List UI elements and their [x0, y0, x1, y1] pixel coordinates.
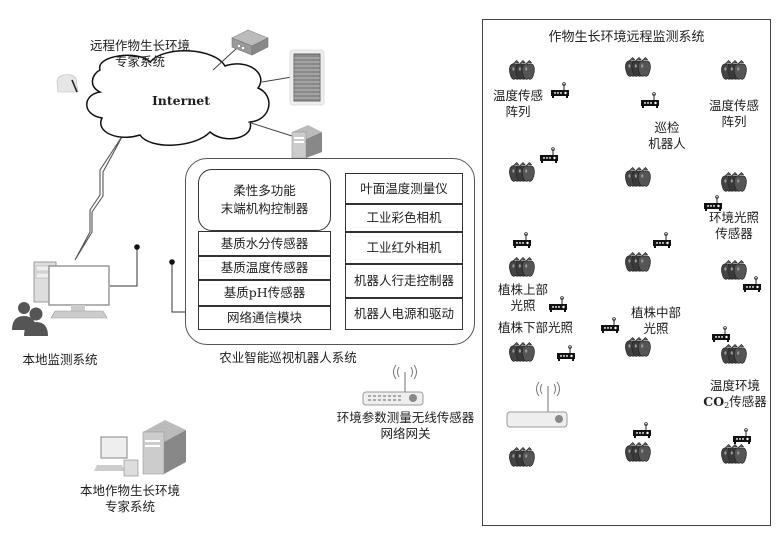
- plant-icon: [508, 256, 536, 277]
- router-icon: [231, 29, 269, 56]
- left-module-box: 基质pH传感器: [198, 280, 331, 306]
- right-module-box: 工业彩色相机: [345, 204, 463, 232]
- plant-icon: [508, 341, 536, 362]
- sensor-node-icon: [632, 422, 652, 438]
- sensor-node-icon: [550, 82, 570, 98]
- plant-icon: [624, 441, 652, 462]
- sensor-node-icon: [556, 345, 576, 361]
- plant-icon: [624, 56, 652, 77]
- left-module-box: 基质温度传感器: [198, 256, 331, 280]
- env-light-label: 环境光照 传感器: [708, 210, 759, 241]
- sensor-node-icon: [742, 276, 762, 292]
- sensor-node-icon: [640, 92, 660, 108]
- sensor-node-icon: [548, 296, 568, 312]
- middle-light-label: 植株中部 光照: [630, 305, 681, 336]
- right-module-box: 机器人行走控制器: [345, 264, 463, 298]
- sensor-node-icon: [539, 147, 559, 163]
- temp-array-left-label: 温度传感 阵列: [492, 88, 543, 119]
- left-module-box: 网络通信模块: [198, 306, 331, 330]
- lower-light-label: 植株下部光照: [497, 320, 573, 335]
- plant-icon: [624, 251, 652, 272]
- sensor-node-icon: [512, 232, 532, 248]
- robot-system-caption: 农业智能巡视机器人系统: [219, 350, 357, 365]
- plant-icon: [720, 59, 748, 80]
- local-expert-label: 本地作物生长环境 专家系统: [79, 483, 180, 514]
- tower-server-icon: [291, 125, 322, 159]
- plant-icon: [624, 166, 652, 187]
- sensor-node-icon: [732, 428, 752, 444]
- plant-icon: [508, 161, 536, 182]
- plant-icon: [720, 171, 748, 192]
- desktop-computer-icon: [33, 261, 110, 319]
- expert-user-icon: [56, 74, 79, 93]
- plant-icon: [508, 446, 536, 467]
- plant-icon: [720, 259, 748, 280]
- temp-array-right-label: 温度传感 阵列: [708, 98, 759, 129]
- right-module-box: 叶面温度测量仪: [345, 173, 463, 204]
- left-module-box: 基质水分传感器: [198, 231, 331, 256]
- robot-label: 巡检 机器人: [648, 120, 686, 151]
- right-module-box: 工业红外相机: [345, 232, 463, 264]
- internet-cloud-icon: [86, 50, 270, 146]
- sensor-node-icon: [711, 326, 731, 342]
- sensor-node-icon: [703, 195, 723, 211]
- local-expert-computer-icon: [94, 420, 186, 477]
- wireless-link-icon: [74, 134, 124, 261]
- wireless-gateway-icon: [362, 364, 424, 406]
- internet-label: Internet: [151, 93, 211, 108]
- field-title: 作物生长环境远程监测系统: [548, 30, 705, 45]
- sensor-node-icon: [600, 317, 620, 333]
- local-monitor-label: 本地监测系统: [22, 352, 98, 367]
- remote-expert-label: 远程作物生长环境 专家系统: [89, 38, 190, 69]
- plant-icon: [624, 336, 652, 357]
- sensor-node-icon: [652, 232, 672, 248]
- plant-icon: [508, 59, 536, 80]
- gateway-label: 环境参数测量无线传感器 网络网关: [336, 410, 475, 441]
- right-module-box: 机器人电源和驱动: [345, 298, 463, 330]
- plant-icon: [720, 343, 748, 364]
- upper-light-label: 植株上部 光照: [497, 282, 548, 313]
- plant-icon: [720, 443, 748, 464]
- co2-sensor-label: 温度环境 CO2传感器: [703, 378, 767, 410]
- end-effector-controller: 柔性多功能 末端机构控制器: [198, 169, 331, 231]
- field-gateway-icon: [506, 381, 568, 428]
- rack-server-icon: [289, 49, 325, 106]
- users-icon: [12, 302, 48, 336]
